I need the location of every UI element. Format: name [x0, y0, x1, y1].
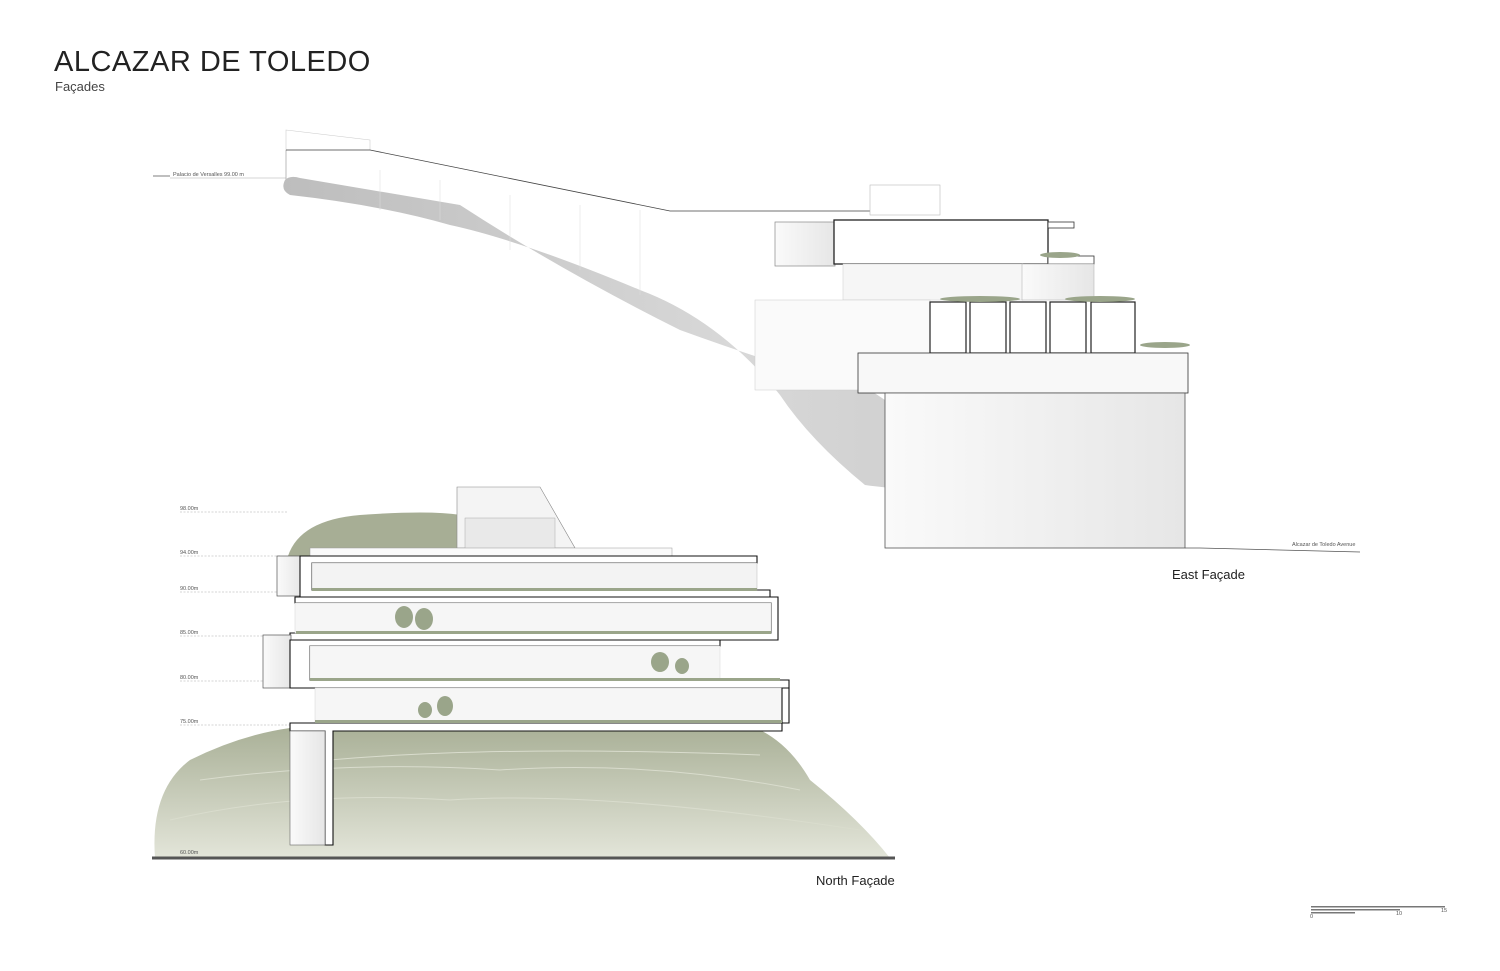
upper-volume-left	[774, 221, 836, 267]
north-facade-caption: North Façade	[816, 873, 895, 888]
top-level-label: Palacio de Versalles 99.00 m	[173, 172, 244, 178]
vegetation	[296, 588, 782, 723]
street-line	[1185, 547, 1361, 553]
column	[289, 730, 326, 846]
scale-bar: 0 10 15	[1310, 906, 1447, 920]
sheet-title: ALCAZAR DE TOLEDO	[54, 46, 371, 78]
level-label: 85.00m	[180, 630, 199, 636]
level-label: 75.00m	[180, 719, 199, 725]
east-facade: Palacio de Versalles 99.00 m Alcazar de …	[153, 129, 1361, 582]
top-railing	[285, 129, 371, 151]
level-label: 98.00m	[180, 506, 199, 512]
level-labels: 98.00m 94.00m 90.00m 85.00m 80.00m 75.00…	[180, 506, 199, 856]
level-lines	[180, 511, 290, 726]
level-label: 80.00m	[180, 675, 199, 681]
hill-top	[288, 512, 460, 556]
floor-75	[314, 687, 783, 724]
level-label: 60.00m	[180, 850, 199, 856]
upper-volume	[833, 219, 1049, 265]
north-facade: 98.00m 94.00m 90.00m 85.00m 80.00m 75.00…	[152, 486, 895, 888]
scale-tick: 0	[1310, 914, 1313, 920]
level-label: 94.00m	[180, 550, 199, 556]
east-facade-caption: East Façade	[1172, 567, 1245, 582]
hill	[154, 728, 890, 858]
scale-tick: 10	[1396, 911, 1402, 917]
scale-tick: 15	[1441, 908, 1447, 914]
roof-pavilion	[869, 184, 941, 216]
terrain-line	[286, 149, 870, 212]
street-label: Alcazar de Toledo Avenue	[1292, 542, 1355, 548]
retaining-wall	[884, 392, 1186, 549]
sheet-subtitle: Façades	[55, 79, 105, 94]
level-label: 90.00m	[180, 586, 199, 592]
planter-boxes	[929, 301, 1136, 354]
